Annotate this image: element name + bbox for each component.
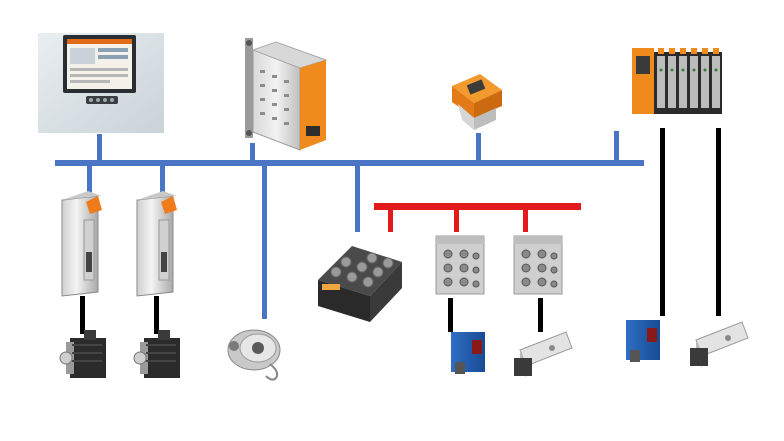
wire-drive1-motor1 [80,296,85,334]
hmi-panel: touch-panel-pc-icon [38,33,164,133]
pneumatic-valve-1: pneumatic-valve-icon [514,331,573,378]
wire-iostation-sensor2 [660,128,665,316]
wire-iostation-valve2 [716,128,721,316]
direct-wires [80,128,721,334]
io-link-master-1: io-link-master-icon [435,235,485,295]
wire-drive2-motor2 [154,296,159,334]
drop-field-io-block [355,164,360,232]
rotary-encoder: rotary-encoder-icon [227,329,281,381]
io-station: modular-io-station-icon [632,48,722,114]
io-link-drop-3 [523,208,528,232]
ethernet-bus-backbone [55,160,644,166]
drop-cabinet-pc [250,143,255,162]
field-io-block: field-io-block-icon [318,246,402,322]
servo-drive-1: servo-drive-icon [61,191,102,297]
drop-servo-drive-1 [87,164,92,194]
compact-controller: compact-controller-icon [452,74,502,130]
drop-servo-drive-2 [160,164,165,194]
io-link-drop-1 [388,208,393,232]
drop-encoder [262,164,267,319]
io-link-drop-2 [454,208,459,232]
servo-motor-1: servo-motor-icon [59,330,106,378]
wire-master2-valve1 [538,298,543,332]
servo-drive-2: servo-drive-icon [136,191,177,297]
servo-motor-2: servo-motor-icon [133,330,180,378]
drop-compact-controller [476,133,481,162]
drop-hmi [97,134,102,162]
io-link-bus [374,203,581,232]
ethernet-bus [55,131,644,319]
drop-io-station [614,131,619,162]
wire-master1-sensor1 [448,298,453,332]
control-cabinet-pc: cabinet-pc-icon [245,38,328,151]
photoelectric-sensor-1: photoelectric-sensor-icon [451,332,485,374]
io-link-master-2: io-link-master-icon [513,235,563,295]
pneumatic-valve-2: pneumatic-valve-icon [690,321,749,368]
photoelectric-sensor-2: photoelectric-sensor-icon [626,320,660,362]
io-link-bus-line [374,203,581,210]
